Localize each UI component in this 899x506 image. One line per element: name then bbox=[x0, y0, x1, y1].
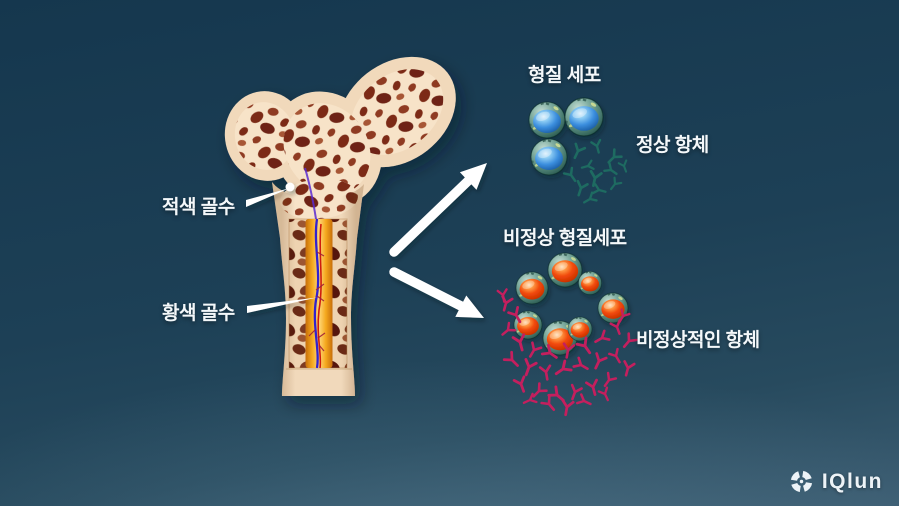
abnormal-antibody-icon bbox=[589, 352, 608, 372]
abnormal-antibody-icon bbox=[540, 395, 559, 415]
abnormal-antibody-icon bbox=[597, 386, 614, 404]
abnormal-antibody-icon bbox=[512, 375, 530, 395]
abnormal-antibody-icon bbox=[576, 393, 594, 410]
abnormal-antibody-icon bbox=[619, 360, 636, 378]
abnormal-plasma-cells-label: 비정상 형질세포 bbox=[503, 228, 627, 249]
red-marrow-label: 적색 골수 bbox=[162, 197, 235, 218]
red-marrow-pointer bbox=[246, 182, 295, 207]
abnormal-plasma-cell bbox=[513, 310, 543, 340]
abnormal-plasma-cell bbox=[567, 316, 593, 342]
plasma-cell bbox=[563, 96, 605, 138]
abnormal-antibody-icon bbox=[619, 332, 638, 352]
normal-antibody-icon bbox=[580, 191, 598, 208]
abnormal-antibody-icon bbox=[497, 295, 514, 313]
plasma-cell bbox=[529, 137, 569, 177]
normal-antibody-icon bbox=[603, 162, 621, 179]
yellow-marrow-pointer bbox=[247, 297, 317, 313]
abnormal-antibody-icon bbox=[502, 350, 523, 371]
abnormal-plasma-cell bbox=[597, 292, 629, 324]
abnormal-antibody-icon bbox=[519, 358, 538, 379]
bone-spongy-head bbox=[350, 69, 444, 155]
abnormal-plasma-cell bbox=[515, 271, 549, 305]
plasma-cells-label: 형질 세포 bbox=[528, 65, 601, 86]
abnormal-antibody-icon bbox=[559, 399, 575, 418]
normal-antibody-label: 정상 항체 bbox=[636, 135, 709, 156]
abnormal-antibody-label: 비정상적인 항체 bbox=[636, 330, 760, 351]
abnormal-plasma-cell bbox=[546, 251, 584, 289]
arrow-to-abnormal-cells bbox=[389, 267, 484, 318]
abnormal-antibody-icon bbox=[591, 329, 611, 348]
bone-spongy-trochanter bbox=[234, 102, 296, 170]
abnormal-antibody-icon bbox=[608, 347, 625, 366]
normal-antibody-icon bbox=[591, 183, 608, 198]
abnormal-antibody-icon bbox=[551, 359, 573, 380]
plasma-cell bbox=[527, 100, 567, 140]
brand-logo: IQlun bbox=[788, 468, 883, 495]
yellow-marrow-label: 황색 골수 bbox=[162, 303, 235, 324]
abnormal-antibody-icon bbox=[566, 383, 583, 403]
normal-antibody-icon bbox=[606, 176, 623, 193]
abnormal-antibody-icon bbox=[538, 364, 554, 382]
normal-plasma-cells bbox=[527, 96, 605, 177]
bone-illustration bbox=[224, 56, 456, 396]
normal-antibody-icon bbox=[617, 159, 631, 175]
abnormal-antibody-icon bbox=[524, 341, 543, 361]
abnormal-plasma-cell bbox=[577, 270, 603, 296]
normal-antibody-icon bbox=[590, 138, 605, 155]
abnormal-antibody-icon bbox=[599, 371, 618, 390]
abnormal-antibody-icon bbox=[498, 321, 517, 340]
abnormal-antibody-icon bbox=[572, 356, 592, 375]
abnormal-antibody-icon bbox=[585, 378, 602, 398]
bone-shaft-shading bbox=[272, 182, 364, 396]
arrow-to-normal-cells bbox=[389, 163, 487, 257]
red-marrow-dot bbox=[285, 182, 295, 192]
abnormal-plasma-cells bbox=[513, 251, 629, 357]
normal-antibody-icon bbox=[572, 179, 589, 198]
aperture-icon bbox=[790, 470, 812, 493]
abnormal-antibody-icon bbox=[528, 382, 548, 402]
brand-name: IQlun bbox=[821, 469, 883, 493]
normal-antibody-icon bbox=[568, 142, 587, 162]
normal-antibodies bbox=[562, 138, 631, 208]
